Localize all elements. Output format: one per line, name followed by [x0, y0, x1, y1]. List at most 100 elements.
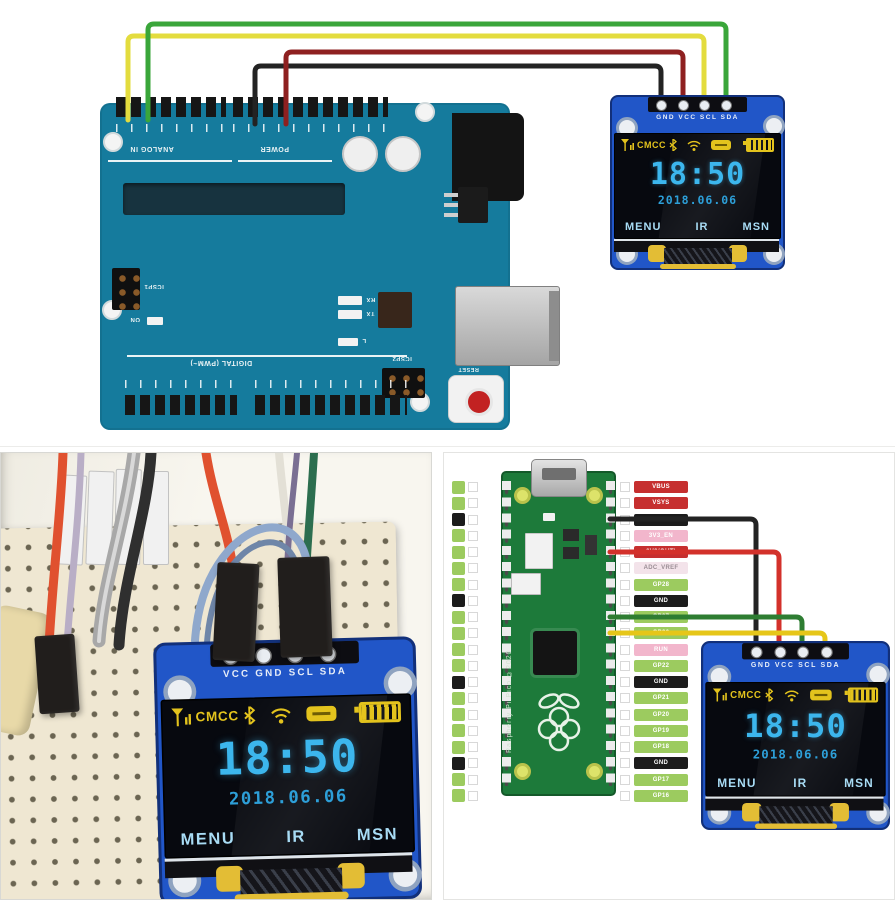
kapton-tape: [742, 803, 762, 822]
pico-left-pin: [452, 577, 478, 593]
rx-led-label: RX: [366, 296, 376, 302]
oled-pin-labels: GND VCC SCL SDA: [656, 114, 739, 121]
dupont-connector: [277, 556, 333, 658]
capacitor: [385, 136, 421, 172]
softkey-menu: MENU: [625, 221, 662, 233]
pico-mounting-hole: [586, 763, 603, 780]
pico-left-pin: [452, 479, 478, 495]
oled-pin: [656, 100, 667, 111]
pico-mounting-hole: [514, 487, 531, 504]
pico-pin-label-gp21: GP21: [620, 690, 688, 706]
analog-in-silk-label: ANALOG IN: [130, 145, 174, 152]
battery-icon: [743, 138, 774, 152]
oled-screen: CMCC 18:50 2018.06.06 MENU IR MSN: [705, 682, 886, 797]
status-bar: CMCC: [171, 701, 402, 728]
pico-pin-label-gnd: GND: [620, 512, 688, 528]
pico-right-pads: [606, 481, 615, 786]
pico-pin-label-vsys: VSYS: [620, 495, 688, 511]
pico-left-pin: [452, 593, 478, 609]
pico-pin-label-3v3-en: 3V3_EN: [620, 528, 688, 544]
smd-component: [585, 535, 597, 555]
analog-header: [116, 97, 226, 117]
pico-left-pin: [452, 755, 478, 771]
status-bar: CMCC: [621, 138, 774, 152]
pico-left-pin: [452, 625, 478, 641]
pico-pin-label-gp22: GP22: [620, 658, 688, 674]
oled-pin: [773, 646, 786, 659]
kapton-tape: [660, 264, 736, 269]
kapton-tape: [755, 823, 838, 829]
pico-left-pin: [452, 690, 478, 706]
power-pin-labels: [233, 124, 388, 132]
pico-mounting-hole: [586, 487, 603, 504]
pico-mounting-hole: [514, 763, 531, 780]
oled-pin-header: [742, 643, 849, 660]
panel-separator: [0, 446, 895, 447]
reset-silk-label: RESET: [458, 366, 479, 372]
pico-pin-label-gnd: GND: [620, 755, 688, 771]
pico-pin-label-gp20: GP20: [620, 707, 688, 723]
dupont-connector: [34, 633, 80, 715]
carrier-label: CMCC: [637, 140, 666, 150]
arduino-uno-board: ANALOG IN POWER ICSP1 ICSP2 ON RX TX L D…: [100, 97, 560, 430]
pico-left-pin: [452, 707, 478, 723]
bootsel-button: [511, 573, 541, 595]
message-badge-icon: [306, 705, 337, 722]
pico-left-pin: [452, 642, 478, 658]
silk-line: [238, 160, 332, 162]
pico-pin-label-gp27: GP27: [620, 609, 688, 625]
l-led-label: L: [362, 337, 367, 343]
raspberry-pi-pico-board: Raspberry Pi Pico ©2020: [501, 459, 616, 796]
power-header: [233, 97, 388, 117]
pico-left-pin: [452, 674, 478, 690]
capacitor: [342, 136, 378, 172]
regulator-legs: [444, 193, 458, 217]
pico-pin-label-gp18: GP18: [620, 739, 688, 755]
pico-pin-label-gp17: GP17: [620, 772, 688, 788]
pico-pin-label-vbus: VBUS: [620, 479, 688, 495]
oled-module-top: GND VCC SCL SDA CMCC 18:50 2018.06.06 ME…: [610, 95, 785, 270]
reset-button: [448, 375, 504, 423]
pico-pin-label-3v3-out-: 3V3(OUT): [620, 544, 688, 560]
signal-icon: [621, 139, 634, 151]
silk-line: [127, 355, 407, 357]
oled-pin: [677, 100, 689, 111]
oled-pin-labels: GND VCC SCL SDA: [750, 661, 841, 670]
pico-left-pin: [452, 544, 478, 560]
pico-pin-label-gp16: GP16: [620, 788, 688, 804]
connector-housing: [143, 471, 169, 565]
oled-pin: [699, 100, 710, 111]
oled-module-photo: VCC GND SCL SDA CMCC 18:50 2018.06.06: [153, 636, 423, 899]
on-led-label: ON: [130, 316, 140, 322]
softkey-msn: MSN: [356, 825, 399, 845]
kapton-tape: [648, 245, 666, 262]
clock-time: 18:50: [215, 730, 360, 787]
pico-left-pin: [452, 495, 478, 511]
pico-left-pads: [502, 481, 511, 786]
usb-b-connector: [455, 286, 560, 366]
rx-led: [338, 296, 362, 305]
smd-component: [563, 529, 579, 541]
clock-time: 18:50: [744, 707, 847, 746]
bluetooth-icon: [669, 139, 677, 151]
connector-housing: [56, 474, 88, 566]
breadboard-photo-panel: VCC GND SCL SDA CMCC 18:50 2018.06.06: [0, 452, 432, 900]
pico-left-pin: [452, 512, 478, 528]
dupont-connector: [212, 561, 260, 663]
oled-module-pico: GND VCC SCL SDA CMCC 18:50 2018.06.06: [701, 641, 890, 830]
digital-header-a: [125, 395, 237, 415]
reset-button-cap: [465, 388, 493, 416]
pico-left-pin: [452, 772, 478, 788]
l-led: [338, 338, 358, 346]
tx-led-label: TX: [366, 310, 375, 316]
wifi-icon: [784, 689, 799, 701]
flex-ribbon: [664, 248, 732, 268]
pico-left-pin: [452, 739, 478, 755]
pico-led: [543, 513, 555, 521]
oled-pin: [797, 646, 809, 659]
usb-interface-chip: [378, 292, 412, 328]
softkey-ir: IR: [695, 221, 709, 233]
pico-board-text: Raspberry Pi Pico ©2020: [506, 649, 513, 753]
connector-housing: [114, 468, 142, 566]
